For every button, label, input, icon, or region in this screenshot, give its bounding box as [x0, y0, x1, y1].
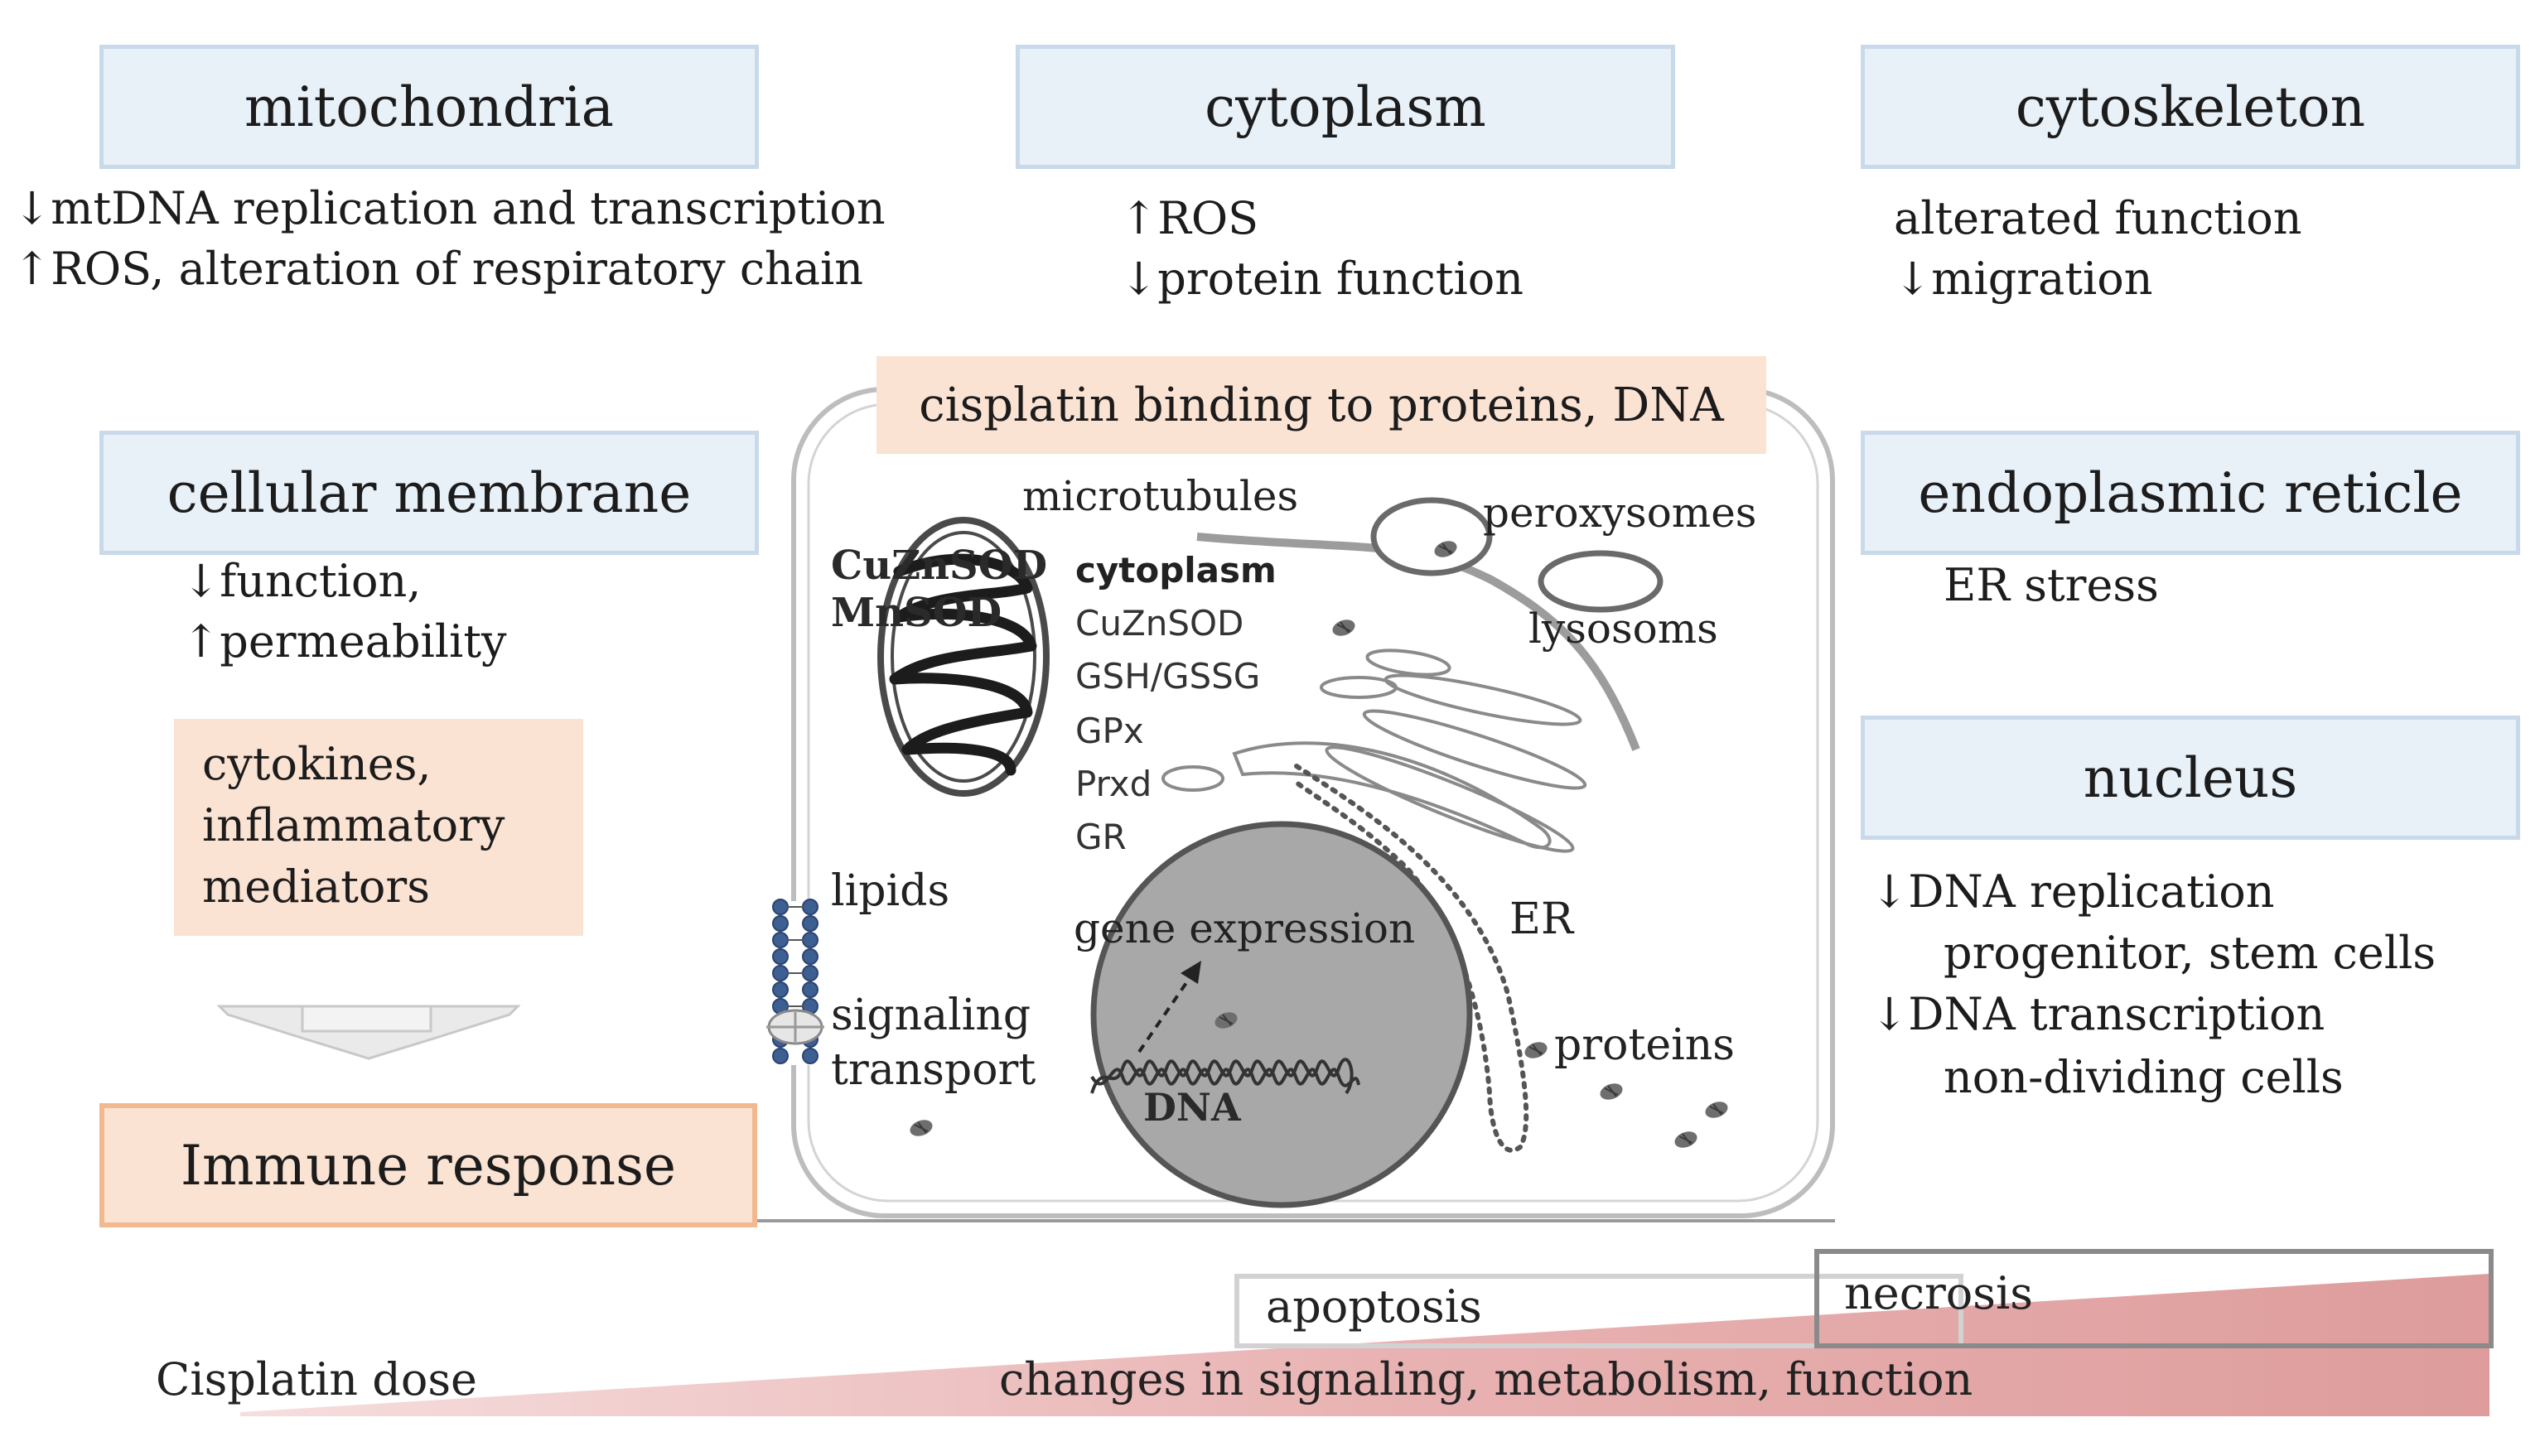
immune-response-label: Immune response: [180, 1133, 677, 1198]
antioxidant-item: Prxd: [1075, 764, 1152, 804]
cytokines-box: [174, 719, 583, 936]
apoptosis-box: [1234, 1274, 1963, 1348]
gene-expression-label: gene expression: [1074, 904, 1416, 952]
er-effect-1: ER stress: [1944, 559, 2159, 611]
mito-sod-2: MnSOD: [831, 590, 1002, 636]
apoptosis-label: apoptosis: [1266, 1280, 1482, 1333]
mitochondria-effect-2: ↑ROS, alteration of respiratory chain: [13, 243, 864, 295]
necrosis-box: [1814, 1249, 2494, 1348]
nucleus-effect-4: non-dividing cells: [1944, 1051, 2344, 1103]
cytoplasm-effect-1: ↑ROS: [1120, 192, 1259, 244]
transport-label: transport: [831, 1045, 1036, 1095]
cytoskeleton-effect-2: ↓migration: [1894, 253, 2153, 305]
er-stack: [1161, 648, 1587, 853]
antioxidant-item: GSH/GSSG: [1075, 656, 1261, 697]
cytoplasm-title: cytoplasm: [1205, 75, 1486, 139]
er-title: endoplasmic reticle: [1918, 460, 2463, 525]
er-label: ER: [1509, 894, 1574, 944]
cytoplasm-header: cytoplasm: [1016, 45, 1675, 169]
cytoskeleton-title: cytoskeleton: [2015, 75, 2366, 139]
binding-banner: cisplatin binding to proteins, DNA: [876, 356, 1766, 454]
cytokines-line-3: mediators: [202, 861, 430, 913]
cytoplasm-effect-2: ↓protein function: [1120, 253, 1524, 305]
antioxidant-item: GR: [1075, 817, 1127, 857]
lipids-label: lipids: [831, 866, 950, 916]
signaling-label: signaling: [831, 991, 1031, 1040]
membrane-effect-2: ↑permeability: [182, 615, 507, 668]
nucleus-effect-2: progenitor, stem cells: [1944, 927, 2436, 979]
mitochondria-effect-1: ↓mtDNA replication and transcription: [13, 182, 886, 234]
mitochondria-header: mitochondria: [99, 45, 759, 169]
membrane-title: cellular membrane: [167, 460, 692, 525]
er-dotted: [1294, 764, 1529, 1153]
mito-sod-1: CuZnSOD: [831, 542, 1048, 589]
microtubules-label: microtubules: [1022, 472, 1299, 520]
membrane-header: cellular membrane: [99, 431, 759, 555]
dna-label: DNA: [1143, 1085, 1241, 1130]
antioxidants-title: cytoplasm: [1075, 550, 1277, 591]
nucleus-effect-1: ↓DNA replication: [1871, 865, 2275, 918]
nucleus-shape: [1090, 821, 1473, 1208]
nucleus-effect-3: ↓DNA transcription: [1871, 988, 2325, 1040]
nucleus-title: nucleus: [2083, 745, 2298, 810]
proteins-label: proteins: [1554, 1020, 1735, 1070]
cytoskeleton-header: cytoskeleton: [1861, 45, 2520, 169]
immune-response-box: Immune response: [99, 1103, 757, 1227]
lysosoms-label: lysosoms: [1528, 605, 1718, 653]
cytokines-line-1: cytokines,: [202, 738, 432, 790]
peroxysome-shape: [1370, 497, 1493, 576]
mitochondrion-shape: [877, 517, 1050, 797]
antioxidant-item: GPx: [1075, 711, 1144, 751]
cytoskeleton-effect-1: alterated function: [1894, 192, 2302, 244]
lysosome-shape: [1538, 550, 1664, 613]
necrosis-label: necrosis: [1844, 1267, 2033, 1319]
membrane-effect-1: ↓function,: [182, 555, 422, 607]
binding-banner-label: cisplatin binding to proteins, DNA: [919, 378, 1724, 432]
dose-label: Cisplatin dose: [156, 1353, 477, 1405]
er-header: endoplasmic reticle: [1861, 431, 2520, 555]
microtubule-line: [1196, 533, 1640, 751]
changes-label: changes in signaling, metabolism, functi…: [999, 1353, 1973, 1405]
nucleus-header: nucleus: [1861, 716, 2520, 840]
antioxidant-item: CuZnSOD: [1075, 603, 1244, 644]
mitochondria-title: mitochondria: [244, 75, 614, 139]
lipid-bilayer: [766, 899, 824, 1065]
cytokines-line-2: inflammatory: [202, 799, 505, 851]
peroxysomes-label: peroxysomes: [1483, 489, 1757, 537]
expression-arrow: [1137, 971, 1195, 1053]
